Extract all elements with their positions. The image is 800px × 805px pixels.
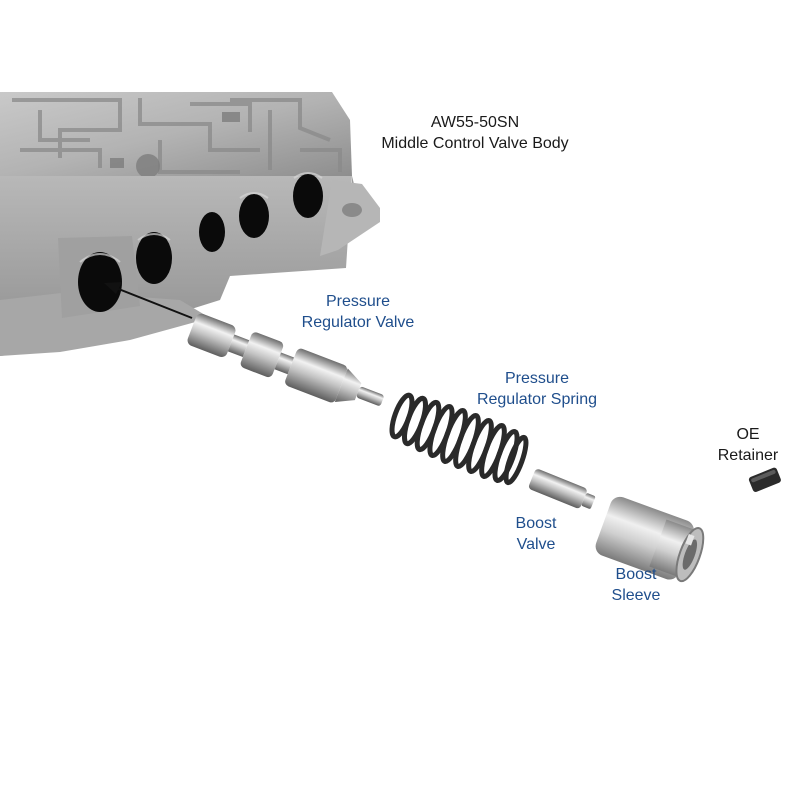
main-bore (78, 252, 122, 312)
boost-valve-part (528, 469, 596, 509)
boost-sleeve-part (595, 496, 705, 583)
oe-retainer-label: OE Retainer (717, 426, 779, 464)
pressure-regulator-valve-part (187, 313, 384, 406)
boost-valve-label: Boost Valve (515, 515, 557, 553)
pressure-regulator-spring-label: Pressure Regulator Spring (476, 370, 598, 408)
boost-sleeve-label: Boost Sleeve (611, 566, 661, 604)
pressure-regulator-valve-label: Pressure Regulator Valve (301, 293, 415, 331)
oe-retainer-part (748, 467, 781, 492)
pressure-regulator-spring-part (389, 392, 529, 486)
insertion-arrow (104, 282, 193, 319)
valve-body-casting (0, 92, 380, 356)
valve-body-label: AW55-50SN Middle Control Valve Body (381, 114, 569, 152)
